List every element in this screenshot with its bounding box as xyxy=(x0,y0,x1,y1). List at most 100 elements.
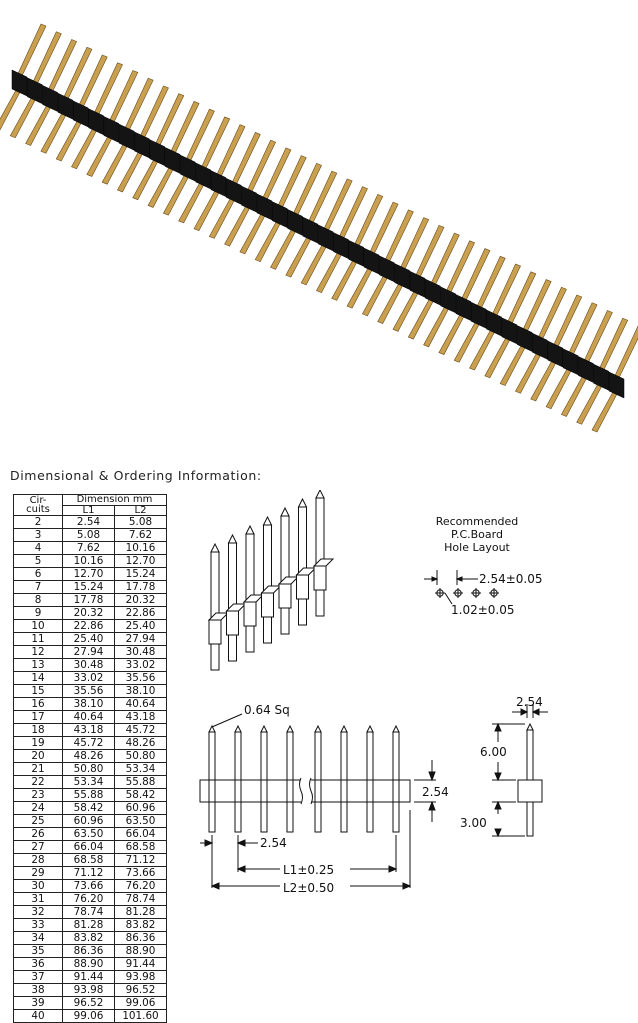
circuits-cell: 25 xyxy=(13,814,63,828)
l2-cell: 30.48 xyxy=(114,645,167,659)
l1-cell: 43.18 xyxy=(62,723,115,737)
photo-housing-segment xyxy=(455,294,472,321)
photo-housing-segment xyxy=(287,208,303,236)
l1-cell: 38.10 xyxy=(62,697,115,711)
side-pin-bottom xyxy=(526,801,534,837)
circuits-header-line1: Cir- xyxy=(29,494,47,506)
l2-cell: 38.10 xyxy=(114,684,167,698)
iso-pin-tip xyxy=(245,524,255,535)
photo-housing-segment xyxy=(72,100,89,128)
l2-cell: 55.88 xyxy=(114,775,167,789)
front-pin-top xyxy=(234,731,242,781)
l2-arrow xyxy=(402,882,412,890)
front-pin-tip xyxy=(260,724,268,733)
front-pin-tip xyxy=(340,724,348,733)
pcb-holes xyxy=(435,588,499,598)
photo-pins xyxy=(0,23,638,433)
l1-cell: 81.28 xyxy=(62,918,115,932)
front-pin-tip xyxy=(208,724,216,733)
l2-cell: 27.94 xyxy=(114,632,167,646)
circuits-cell: 29 xyxy=(13,866,63,880)
photo-housing-segment xyxy=(103,116,120,143)
front-break-line xyxy=(309,777,313,805)
photo-housing-segment xyxy=(608,371,625,399)
l1-header: L1 xyxy=(62,504,115,516)
photo-housing-segment xyxy=(164,147,181,174)
circuits-cell: 30 xyxy=(13,879,63,893)
pin-header-photo xyxy=(0,23,638,433)
l2-cell: 83.82 xyxy=(114,918,167,932)
l2-cell: 12.70 xyxy=(114,554,167,568)
iso-housing-front xyxy=(313,565,327,591)
front-break-line xyxy=(299,777,303,805)
front-pin-tip xyxy=(286,724,294,733)
front-pin-bottom xyxy=(260,801,268,833)
front-pin-top xyxy=(286,731,294,781)
l2-cell: 81.28 xyxy=(114,905,167,919)
l1-cell: 60.96 xyxy=(62,814,115,828)
l2-cell: 63.50 xyxy=(114,814,167,828)
l2-cell: 33.02 xyxy=(114,658,167,672)
upper-length-label: 6.00 xyxy=(480,745,507,759)
l2-cell: 25.40 xyxy=(114,619,167,633)
iso-pin-bottom xyxy=(298,598,307,626)
circuits-cell: 24 xyxy=(13,801,63,815)
iso-pin-tip xyxy=(262,515,273,526)
iso-pin-tip xyxy=(210,542,220,553)
circuits-cell: 11 xyxy=(13,632,63,646)
photo-housing-segment xyxy=(226,178,242,205)
pin-square-label: 0.64 Sq xyxy=(244,703,290,717)
l1-arrow xyxy=(388,865,398,873)
l2-cell: 43.18 xyxy=(114,710,167,724)
l2-cell: 86.36 xyxy=(114,931,167,945)
photo-housing-segment xyxy=(593,363,609,391)
pitch-arrow xyxy=(204,839,214,847)
height-arrow xyxy=(428,800,436,811)
lower-arrow xyxy=(494,800,502,810)
circuits-header: Cir- cuits xyxy=(13,494,63,516)
l1-cell: 55.88 xyxy=(62,788,115,802)
circuits-cell: 38 xyxy=(13,983,63,997)
side-width-label: 2.54 xyxy=(516,695,543,709)
height-arrow xyxy=(428,771,436,782)
photo-housing-segment xyxy=(180,154,196,182)
l2-cell: 76.20 xyxy=(114,879,167,893)
circuits-cell: 35 xyxy=(13,944,63,958)
lower-length-label: 3.00 xyxy=(460,816,487,830)
upper-arrow xyxy=(494,772,502,782)
front-pin-bottom xyxy=(314,801,322,833)
photo-housing-segment xyxy=(501,317,518,345)
photo-housing-segment xyxy=(486,309,502,337)
l1-cell: 50.80 xyxy=(62,762,115,776)
photo-housing-segment xyxy=(425,278,441,306)
l2-cell: 17.78 xyxy=(114,580,167,594)
l2-cell: 101.60 xyxy=(114,1009,167,1023)
photo-housing-segment xyxy=(532,332,548,360)
l1-cell: 88.90 xyxy=(62,957,115,971)
circuits-cell: 37 xyxy=(13,970,63,984)
photo-housing-segment xyxy=(562,348,579,376)
l1-cell: 73.66 xyxy=(62,879,115,893)
l1-cell: 35.56 xyxy=(62,684,115,698)
l1-cell: 10.16 xyxy=(62,554,115,568)
circuits-cell: 40 xyxy=(13,1009,63,1023)
circuits-cell: 17 xyxy=(13,710,63,724)
front-pin-bottom xyxy=(234,801,242,833)
circuits-cell: 23 xyxy=(13,788,63,802)
iso-pin-bottom xyxy=(210,643,220,671)
